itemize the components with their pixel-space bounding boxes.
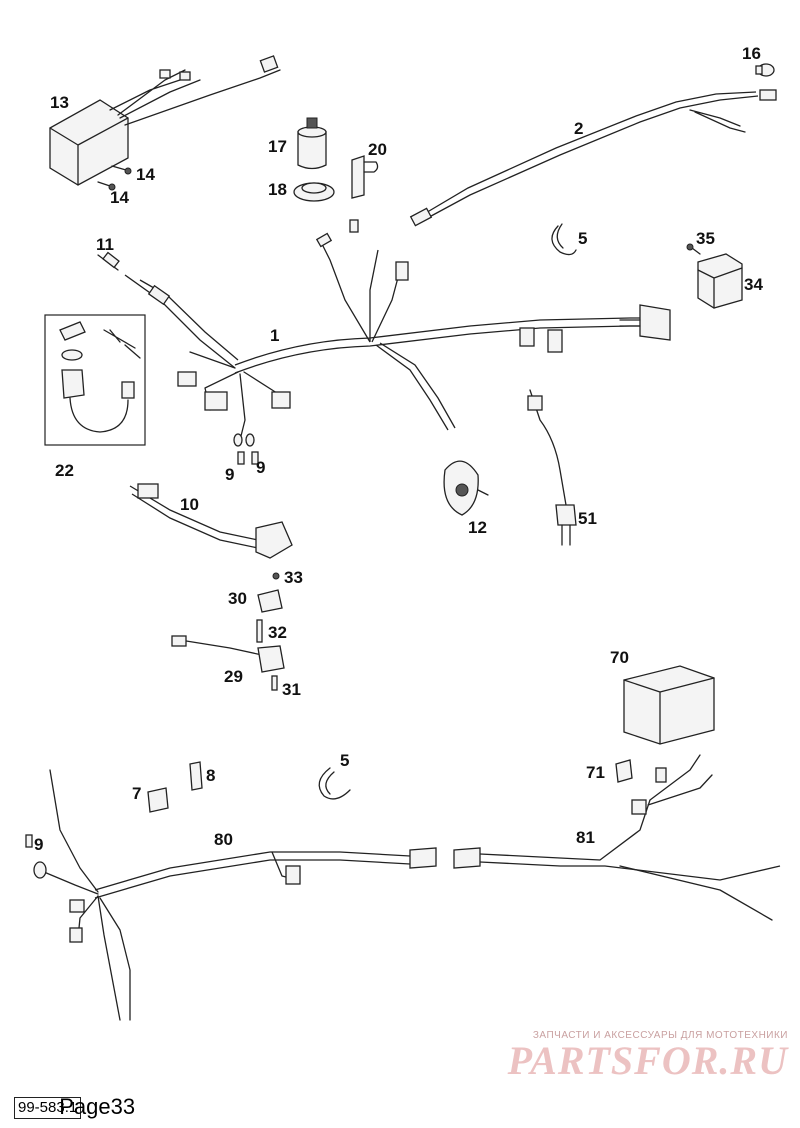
callout-81: 81 (576, 828, 595, 847)
callout-9-a: 9 (225, 465, 234, 484)
part-14-screws (97, 165, 132, 191)
callout-70: 70 (610, 648, 629, 667)
callout-8: 8 (206, 766, 215, 785)
callout-9-b: 9 (256, 458, 265, 477)
callout-1: 1 (270, 326, 279, 345)
callout-22: 22 (55, 461, 74, 480)
part-32-bolt (256, 619, 263, 643)
callout-10: 10 (180, 495, 199, 514)
part-10-handlebar-switch (129, 483, 293, 559)
callout-51: 51 (578, 509, 597, 528)
part-80-harness (33, 769, 437, 1021)
callout-33: 33 (284, 568, 303, 587)
part-29-switch (171, 635, 285, 673)
part-30-clamp (257, 589, 283, 613)
callout-30: 30 (228, 589, 247, 608)
part-5-cable-tie-lower (318, 767, 351, 800)
part-2-cable (409, 89, 777, 227)
callout-13: 13 (50, 93, 69, 112)
part-9-terminals-upper (237, 451, 259, 465)
page-footer: 99-583.1 Page33 (14, 1093, 135, 1119)
part-35-screw (686, 243, 701, 255)
part-9-terminal-lower (25, 834, 33, 848)
callout-2: 2 (574, 119, 583, 138)
callout-16: 16 (742, 44, 761, 63)
part-7-relay (147, 787, 169, 813)
callout-31: 31 (282, 680, 301, 699)
callout-labels: 1 2 5 5 7 8 9 9 9 10 11 12 13 14 14 16 1… (34, 44, 763, 854)
watermark-tagline: ЗАПЧАСТИ И АКСЕССУАРЫ ДЛЯ МОТОТЕХНИКИ (532, 1030, 788, 1041)
callout-80: 80 (214, 830, 233, 849)
part-1-main-harness (124, 219, 671, 447)
callout-18: 18 (268, 180, 287, 199)
part-71-fuse-holder (615, 759, 633, 783)
part-17-condenser (297, 117, 327, 170)
part-70-battery (623, 665, 715, 745)
callout-14-a: 14 (136, 165, 155, 184)
part-81-harness (453, 754, 781, 921)
callout-11: 11 (96, 235, 114, 254)
callout-7: 7 (132, 784, 141, 803)
part-31-screw (271, 675, 278, 691)
part-5-cable-tie-upper (551, 223, 577, 256)
part-33-screw (272, 572, 280, 580)
callout-32: 32 (268, 623, 287, 642)
part-13-cdi-unit (49, 55, 281, 186)
callout-35: 35 (696, 229, 715, 248)
callout-5-lower: 5 (340, 751, 349, 770)
callout-20: 20 (368, 140, 387, 159)
part-34-relay (697, 253, 743, 309)
part-8-bracket (189, 761, 203, 791)
watermark-brand: PARTSFOR.RU (507, 1038, 788, 1083)
part-16-bulb (755, 63, 775, 77)
part-11-sensor (97, 251, 120, 271)
part-12-horn (443, 460, 489, 516)
page-label: Page33 (59, 1094, 136, 1119)
callout-34: 34 (744, 275, 763, 294)
part-20-bracket (351, 155, 379, 199)
watermark: ЗАПЧАСТИ И АКСЕССУАРЫ ДЛЯ МОТОТЕХНИКИ PA… (508, 1030, 788, 1081)
callout-9-c: 9 (34, 835, 43, 854)
document-code: 99-583.1 (14, 1097, 82, 1119)
callout-17: 17 (268, 137, 287, 156)
callout-29: 29 (224, 667, 243, 686)
part-18-rubber-ring (293, 182, 335, 202)
callout-14-b: 14 (110, 188, 129, 207)
part-51-temperature-sensor (527, 389, 577, 546)
callout-5-upper: 5 (578, 229, 587, 248)
callout-12: 12 (468, 518, 487, 537)
part-22-ignition-switch-kit (44, 314, 146, 446)
callout-71: 71 (586, 763, 605, 782)
